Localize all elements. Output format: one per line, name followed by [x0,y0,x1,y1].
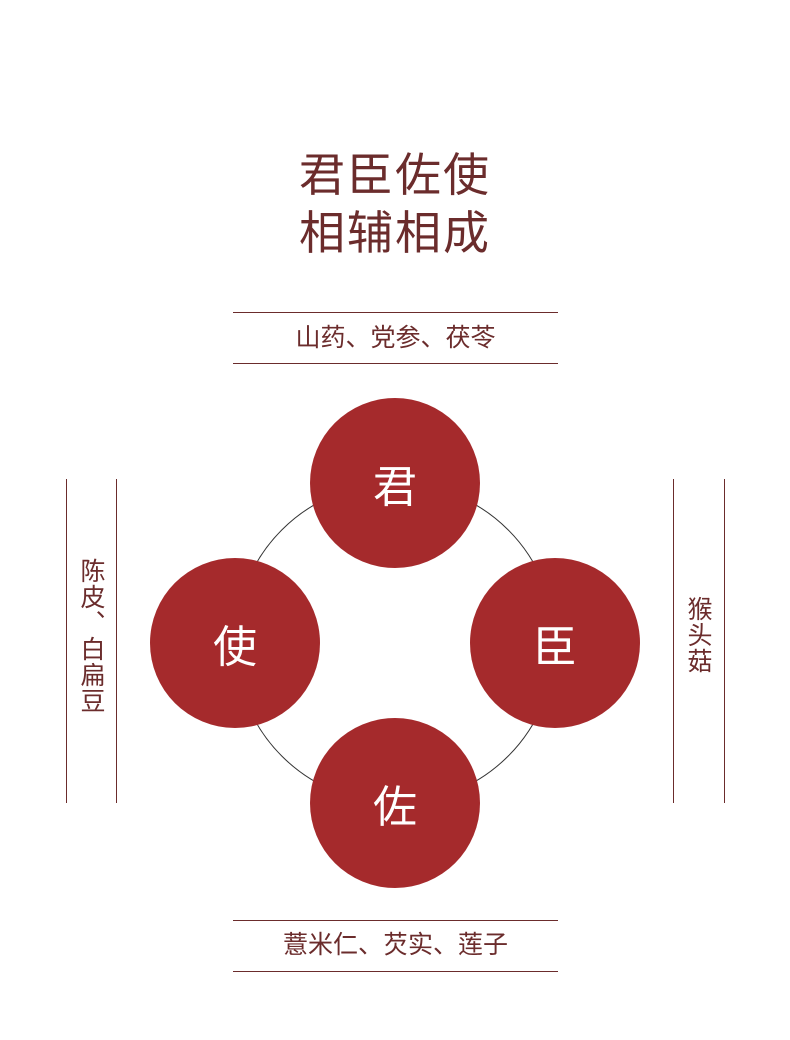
top-herbs-label: 山药、党参、茯苓 [295,323,496,352]
left-herbs-label: 陈皮、白扁豆 [77,558,106,714]
left-divider-inner [116,479,117,803]
right-divider-outer [724,479,725,803]
right-divider-inner [673,479,674,803]
right-herbs-label: 猴头菇 [684,596,713,674]
role-circle-zuo: 佐 [310,718,480,888]
top-divider-lower [233,363,558,364]
bottom-divider-lower [233,971,558,972]
bottom-divider-upper [233,920,558,921]
title-line-2: 相辅相成 [299,206,491,260]
top-divider-upper [233,312,558,313]
left-divider-outer [66,479,67,803]
role-circle-shi: 使 [150,558,320,728]
title-line-1: 君臣佐使 [299,148,491,202]
bottom-herbs-label: 薏米仁、芡实、莲子 [282,930,508,959]
role-circle-jun: 君 [310,398,480,568]
role-circle-chen: 臣 [470,558,640,728]
